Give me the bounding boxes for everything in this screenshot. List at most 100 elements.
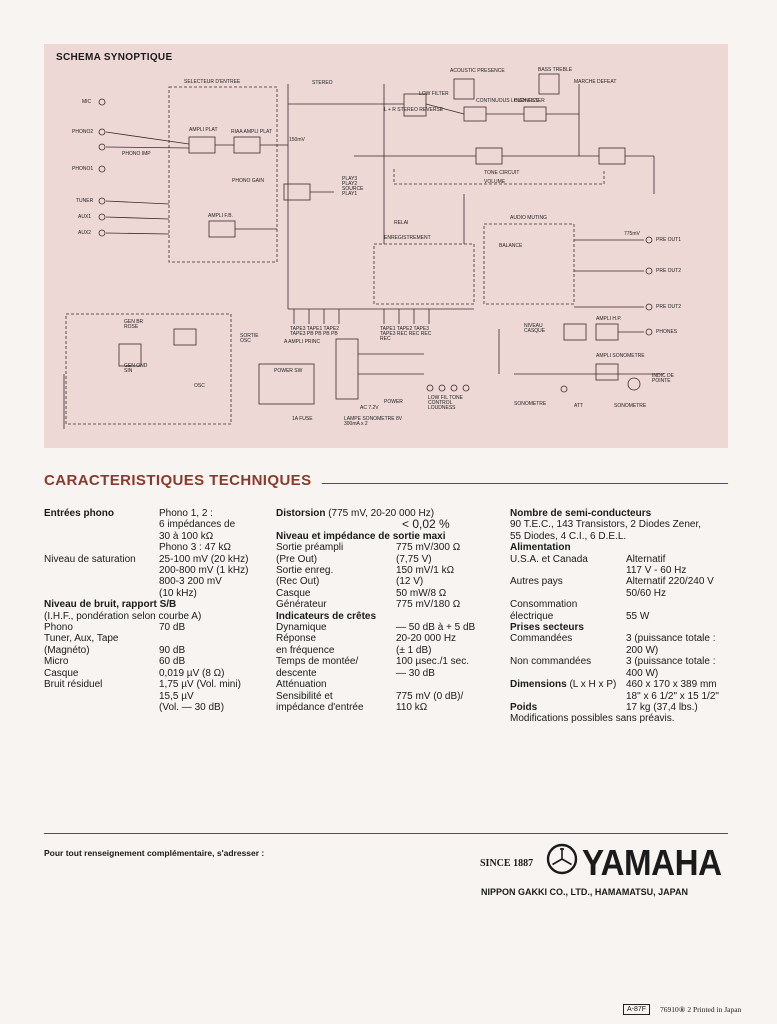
spec-value: < 0,02 % [402,517,450,532]
specs-column-2: Distorsion (775 mV, 20-20 000 Hz)< 0,02 … [276,508,496,713]
spec-label [510,645,626,656]
spec-label: 55 Diodes, 4 C.I., 6 D.E.L. [510,530,627,542]
schem-label-ampli-fb: AMPLI F.B. [208,213,234,219]
schem-label-775mv: 775mV [624,231,640,237]
spec-row: 400 W) [510,668,732,679]
spec-label: Casque [44,667,79,679]
schem-label-continuous-loudness: CONTINUOUS LOUDNESS [476,98,539,104]
spec-value: (Vol. — 30 dB) [159,701,225,713]
schem-label-input-selector: SELECTEUR D'ENTREE [184,79,241,85]
spec-label: Autres pays [510,576,563,588]
schem-label-phono2: PHONO2 [72,129,94,135]
spec-row: 117 V - 60 Hz [510,565,732,576]
spec-value: Phono 3 : 47 kΩ [159,542,231,554]
spec-value: Phono 1, 2 : [159,508,213,519]
spec-label: en fréquence [276,644,335,656]
schem-label-ampli-princ: A AMPLI PRINC [284,339,321,345]
spec-label [44,691,159,702]
schem-label-tape-rec: TAPE1 TAPE2 TAPE3 TAPE3 REC REC REC REC [380,326,432,342]
spec-value: 775 mV/300 Ω [396,542,461,554]
spec-row: en fréquence(± 1 dB) [276,645,496,656]
spec-row: < 0,02 % [276,517,496,532]
spec-value: 17 kg (37,4 lbs.) [626,701,698,713]
spec-label: descente [276,667,317,679]
schem-label-mic: MIC [82,99,92,105]
footer-rule [44,833,728,834]
spec-label: Tuner, Aux, Tape [44,633,119,645]
spec-label: impédance d'entrée [276,701,364,713]
schem-label-sortie-osc: SORTIE OSC [240,333,259,344]
spec-row: Tuner, Aux, Tape [44,633,269,644]
schem-label-att: ATT [574,403,584,409]
spec-row: descente — 30 dB [276,668,496,679]
schem-label-bass-treble: BASS TREBLE [538,67,573,73]
spec-value: 3 (puissance totale : [626,656,716,668]
spec-value: 775 mV (0 dB)/ [396,690,464,702]
spec-label: Poids [510,701,538,713]
schem-label-gen-ond-sin: GEN OND SIN [124,363,148,374]
spec-label: Réponse [276,633,317,645]
spec-label: Dimensions (L x H x P) [510,679,617,691]
spec-row: (Pre Out)(7,75 V) [276,554,496,565]
schem-label-relai: RELAI [394,220,409,226]
spec-value: (10 kHz) [159,587,197,599]
spec-label: Niveau et impédance de sortie maxi [276,530,446,542]
spec-row: Niveau et impédance de sortie maxi [276,531,496,542]
spec-value: Alternatif [626,553,666,565]
schem-label-phones: PHONES [656,329,678,335]
schem-label-sonometre: SONOMETRE [514,401,547,407]
schem-label-stereo: STEREO [312,80,333,86]
spec-value: 6 impédances de [159,519,236,531]
schem-label-volume: VOLUME [484,179,506,185]
spec-label: Nombre de semi-conducteurs [510,508,652,519]
spec-label: Phono [44,622,73,634]
spec-row: 15,5 µV [44,691,269,702]
spec-row: Alimentation [510,542,732,553]
spec-label [44,702,159,713]
spec-value: Alternatif 220/240 V [626,576,714,588]
spec-row: Niveau de bruit, rapport S/B [44,599,269,610]
schem-label-low-filter: LOW FILTER [419,91,449,97]
spec-value: 400 W) [626,667,659,679]
schem-label-play: PLAY3 PLAY2 SOURCE PLAY1 [342,176,364,197]
spec-row: Dynamique— 50 dB à + 5 dB [276,622,496,633]
spec-label: Temps de montée/ [276,656,359,668]
spec-row: 50/60 Hz [510,588,732,599]
schem-label-ampli-hp: AMPLI H.P. [596,316,622,322]
schem-label-power: POWER [384,399,403,405]
spec-value: 775 mV/180 Ω [396,599,461,611]
spec-label [44,565,159,576]
spec-label: Casque [276,587,311,599]
specs-title: CARACTERISTIQUES TECHNIQUES [44,472,312,489]
schem-label-pre-out2: PRE OUT2 [656,268,682,274]
spec-label [276,519,396,530]
since-label: SINCE 1887 [480,858,534,869]
spec-row: (Magnéto)90 dB [44,645,269,656]
schem-label-tape-pb: TAPE3 TAPE1 TAPE2 TAPE3 PB PB PB PB [290,326,340,337]
schem-label-phono-imp: PHONO IMP [122,151,151,157]
spec-value: 70 dB [159,622,186,634]
spec-value: — 30 dB [396,667,435,679]
spec-row: (I.H.F., pondération selon courbe A) [44,611,269,622]
spec-row: Nombre de semi-conducteurs [510,508,732,519]
schem-label-power-sw: POWER SW [274,368,303,374]
spec-row: 800-3 200 mV [44,576,269,587]
spec-label: Sortie préampli [276,542,344,554]
spec-row: 90 T.E.C., 143 Transistors, 2 Diodes Zen… [510,519,732,530]
spec-value: 90 dB [159,644,186,656]
company-name: NIPPON GAKKI CO., LTD., HAMAMATSU, JAPAN [481,887,688,897]
spec-row: Sortie préampli 775 mV/300 Ω [276,542,496,553]
spec-label [44,576,159,587]
spec-value: 18" x 6 1/2" x 15 1/2" [626,690,719,702]
spec-label: Prises secteurs [510,622,584,634]
spec-row: Phono 70 dB [44,622,269,633]
schem-label-phono-gain: PHONO GAIN [232,178,264,184]
spec-label [510,668,626,679]
spec-row: Phono 3 : 47 kΩ [44,542,269,553]
